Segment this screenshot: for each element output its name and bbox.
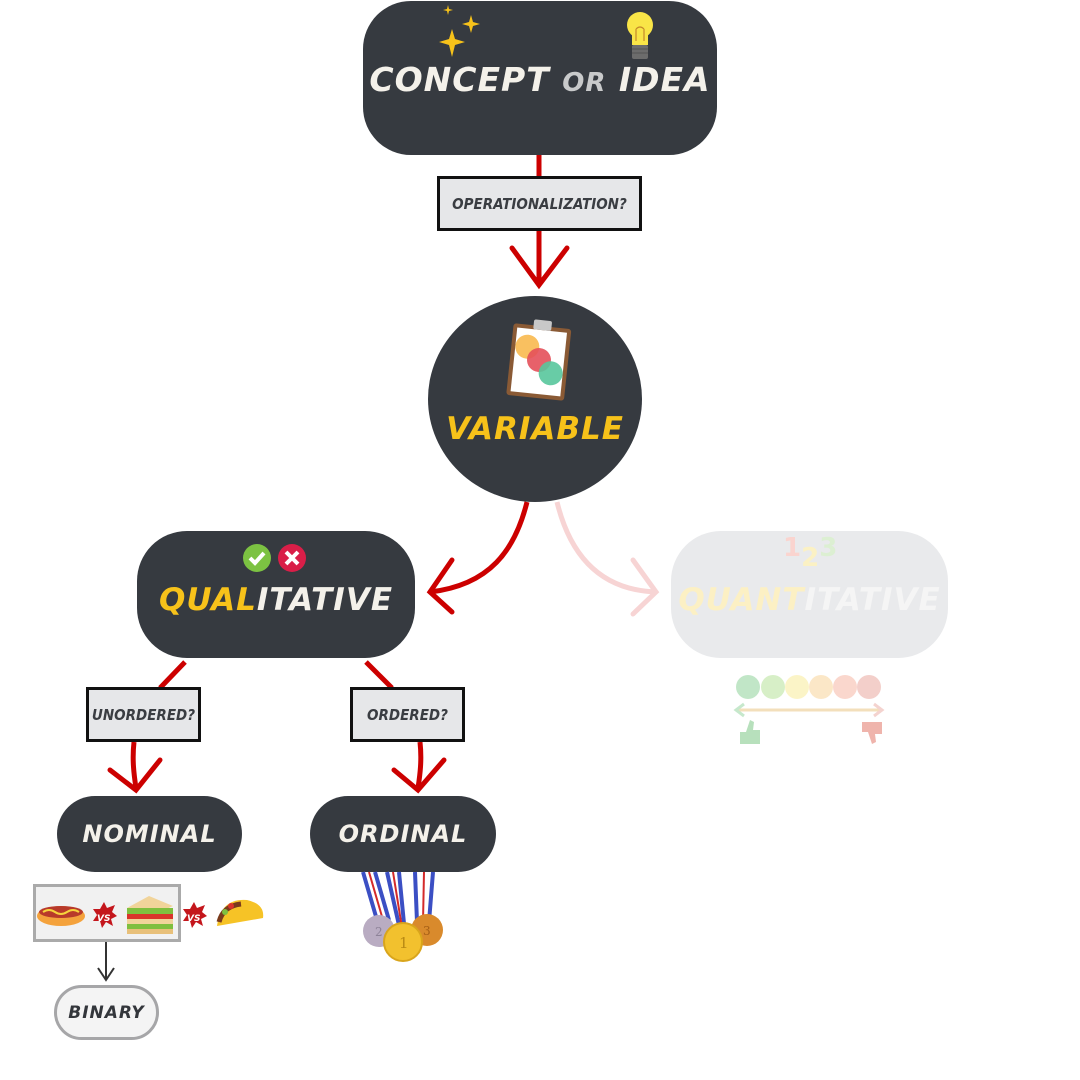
face-icons bbox=[736, 675, 881, 699]
qualitative-node: Qualitative bbox=[137, 531, 415, 658]
arrow-variable-to-quantitative bbox=[554, 501, 657, 595]
check-cross-icons bbox=[243, 544, 306, 572]
nominal-title: nominal bbox=[82, 820, 217, 848]
arrow-qualitative-to-nominal bbox=[130, 660, 187, 789]
variable-node: Variable bbox=[428, 296, 642, 502]
arrowhead-concept-to-variable bbox=[509, 245, 570, 290]
quant-suffix: itative bbox=[804, 581, 941, 618]
quant-prefix: Quant bbox=[678, 581, 805, 618]
operationalization-question: Operationalization? bbox=[437, 176, 642, 231]
nominal-node: nominal bbox=[57, 796, 242, 872]
numbers-icon: 123 bbox=[783, 533, 838, 573]
quantitative-node: 123 Quantitative bbox=[671, 531, 948, 658]
variable-title: Variable bbox=[446, 411, 624, 447]
arrowhead-variable-to-quantitative bbox=[630, 557, 660, 617]
idea-word: Idea bbox=[606, 59, 711, 99]
medal-1-number: 1 bbox=[399, 934, 409, 952]
food-comparison-illustration: VS VS bbox=[37, 896, 264, 934]
medal-3-number: 3 bbox=[423, 924, 431, 938]
rating-scale-illustration bbox=[733, 675, 885, 744]
gold-medal-icon bbox=[383, 922, 423, 962]
unordered-question: Unordered? bbox=[86, 687, 201, 742]
operationalization-label: Operationalization? bbox=[452, 194, 627, 213]
ordered-question: Ordered? bbox=[350, 687, 465, 742]
quantitative-title: Quantitative bbox=[678, 582, 940, 618]
binary-title: binary bbox=[68, 1002, 145, 1023]
number-1: 1 bbox=[783, 533, 802, 563]
taco-icon bbox=[216, 899, 264, 926]
thumbs-up-icon bbox=[740, 720, 760, 744]
clipboard-icon bbox=[506, 319, 572, 401]
qualitative-title: Qualitative bbox=[159, 582, 393, 618]
arrow-variable-to-qualitative bbox=[429, 501, 530, 595]
medal-2-number: 2 bbox=[375, 925, 383, 939]
concept-title: Concept or Idea bbox=[369, 60, 710, 99]
vs-text-2: VS bbox=[187, 914, 200, 924]
number-3: 3 bbox=[819, 533, 838, 563]
concept-node: Concept or Idea bbox=[363, 1, 717, 155]
vs-text-1: VS bbox=[97, 914, 110, 924]
cross-icon bbox=[278, 544, 306, 572]
binary-node: binary bbox=[54, 985, 159, 1040]
medals-illustration: 2 3 1 bbox=[361, 871, 443, 962]
arrow-qualitative-to-ordinal bbox=[364, 660, 424, 789]
arrowhead-nominal-to-binary bbox=[97, 967, 115, 982]
qual-suffix: itative bbox=[256, 581, 394, 618]
ordinal-title: ordinal bbox=[338, 820, 468, 848]
ordered-label: Ordered? bbox=[367, 705, 448, 724]
arrowhead-qualitative-to-nominal bbox=[107, 757, 163, 794]
sparkles-icon bbox=[439, 5, 480, 57]
check-icon bbox=[243, 544, 271, 572]
thumbs-down-icon bbox=[862, 722, 882, 744]
concept-word: Concept bbox=[369, 59, 563, 99]
qual-prefix: Qual bbox=[158, 581, 257, 618]
arrowhead-variable-to-qualitative bbox=[426, 557, 455, 615]
scale-arrow-icon bbox=[733, 702, 885, 718]
number-2: 2 bbox=[801, 543, 820, 573]
lightbulb-icon bbox=[627, 12, 653, 59]
vs-badge-icon bbox=[183, 902, 207, 928]
hotdog-icon bbox=[37, 906, 85, 926]
or-word: or bbox=[562, 67, 607, 98]
sandwich-icon bbox=[127, 896, 173, 934]
arrowhead-qualitative-to-ordinal bbox=[391, 757, 447, 794]
unordered-label: Unordered? bbox=[91, 705, 196, 724]
vs-badge-icon bbox=[93, 902, 117, 928]
ordinal-node: ordinal bbox=[310, 796, 496, 872]
